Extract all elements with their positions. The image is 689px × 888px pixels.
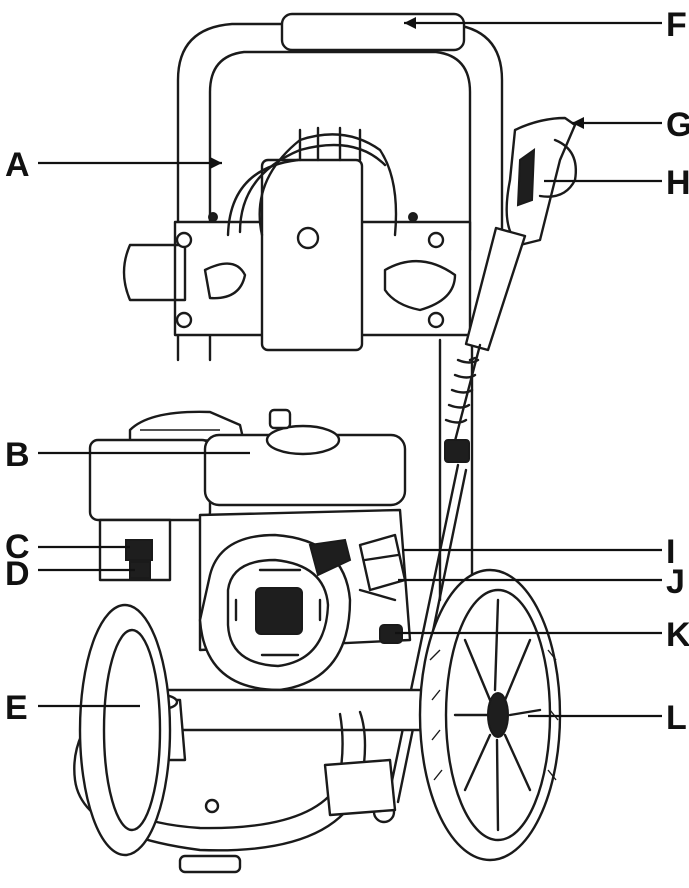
callout-label-C: C <box>5 528 30 566</box>
left-wheel <box>78 603 172 857</box>
callout-label-K: K <box>666 616 689 654</box>
callout-label-F: F <box>666 6 687 44</box>
callout-labels: F A G H B C D I J K E L <box>5 6 689 737</box>
callout-label-B: B <box>5 436 30 474</box>
hose-bracket <box>122 126 472 352</box>
callout-label-E: E <box>5 689 28 727</box>
engine <box>88 408 412 692</box>
pressure-washer-illustration <box>73 12 577 874</box>
callout-label-A: A <box>5 146 30 184</box>
right-wheel <box>418 568 562 862</box>
callout-label-D: D <box>5 555 30 593</box>
callout-label-H: H <box>666 164 689 202</box>
callout-label-I: I <box>666 533 675 571</box>
callout-label-J: J <box>666 563 685 601</box>
callout-lines <box>38 17 662 718</box>
callout-label-G: G <box>666 106 689 144</box>
callout-label-L: L <box>666 699 687 737</box>
